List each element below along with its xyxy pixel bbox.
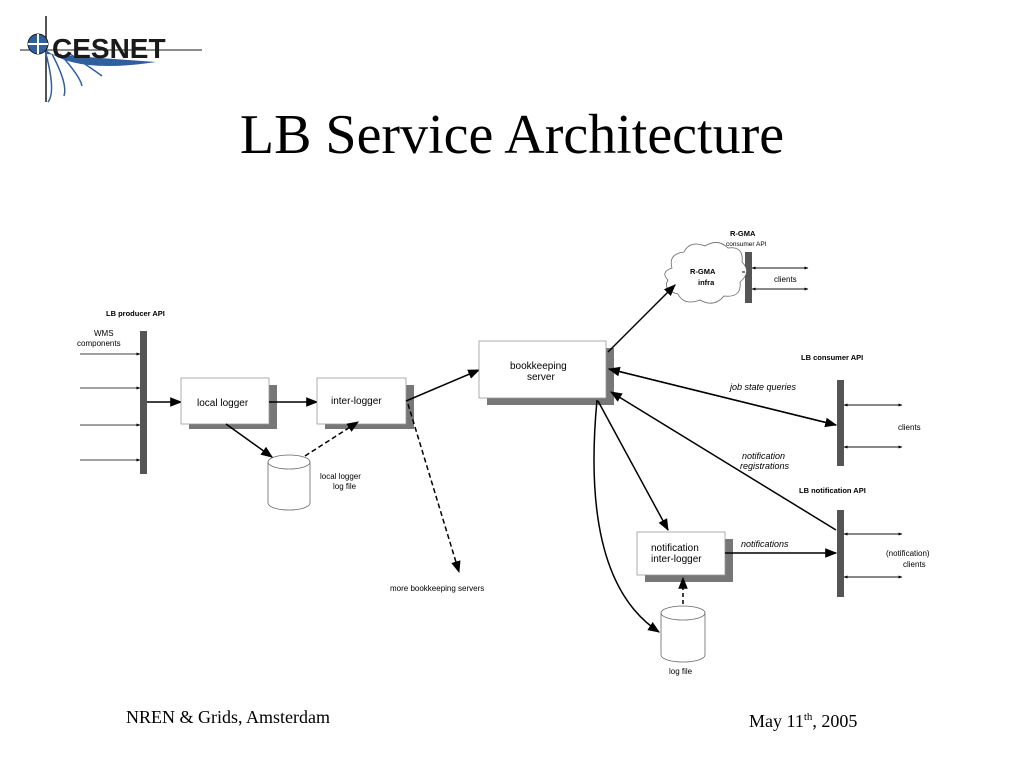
local-log-file-label-2: log file	[333, 482, 357, 491]
notif-clients-label-1: (notification)	[886, 549, 930, 558]
inter-logger-box: inter-logger	[316, 377, 414, 429]
notifications-label: notifications	[741, 539, 789, 549]
consumer-clients-label: clients	[898, 423, 921, 432]
notif-reg-label-1: notification	[742, 451, 785, 461]
bk-server-to-rgma-arrow	[607, 284, 676, 353]
notif-reg-label-2: registrations	[740, 461, 790, 471]
rgma-label: R-GMA	[730, 229, 756, 238]
footer-date-prefix: May 11	[749, 711, 804, 731]
rgma-infra-label-2: infra	[698, 278, 715, 287]
wms-components-label-2: components	[77, 339, 121, 348]
local-logger-box: local logger	[180, 377, 277, 429]
notification-api-bar	[837, 510, 844, 597]
bookkeeping-server-box: bookkeeping server	[478, 340, 614, 405]
bk-server-label-2: server	[527, 372, 555, 383]
more-servers-label: more bookkeeping servers	[390, 584, 484, 593]
log-file-cylinder	[660, 605, 706, 663]
local-log-file-cylinder	[267, 454, 311, 511]
notification-registrations-arrow	[609, 391, 837, 531]
notification-inter-logger-box: notification inter-logger	[636, 531, 733, 582]
slide-title: LB Service Architecture	[239, 104, 785, 166]
rgma-consumer-api-label: consumer API	[726, 241, 767, 248]
local-log-file-label-1: local logger	[320, 472, 361, 481]
footer-date-suffix: , 2005	[812, 711, 858, 731]
footer-date: May 11th, 2005	[749, 706, 857, 732]
log-file-label: log file	[669, 667, 693, 676]
producer-api-label: LB producer API	[106, 309, 165, 318]
rgma-api-bar	[745, 252, 752, 303]
rgma-clients-label: clients	[774, 275, 797, 284]
local-logger-to-log-file-arrow	[225, 423, 273, 458]
local-logger-label: local logger	[197, 398, 249, 409]
logo-text: CESNET	[52, 33, 166, 64]
notif-il-label-1: notification	[651, 543, 699, 554]
job-state-queries-label: job state queries	[729, 382, 797, 392]
footer-date-sup: th	[803, 711, 813, 723]
bk-server-label-1: bookkeeping	[510, 361, 567, 372]
consumer-api-label: LB consumer API	[801, 353, 863, 362]
inter-logger-to-more-servers-arrow	[407, 403, 461, 574]
job-state-queries-arrow-back	[607, 366, 837, 426]
cesnet-logo: CESNET	[20, 16, 202, 103]
consumer-api-bar	[837, 380, 844, 466]
notif-clients-label-2: clients	[903, 560, 926, 569]
bk-server-to-notif-il-arrow	[597, 400, 669, 532]
producer-api-bar	[140, 331, 147, 474]
bk-server-to-log-file-arrow	[593, 399, 661, 633]
notif-il-label-2: inter-logger	[651, 554, 702, 565]
inter-logger-to-bk-server-arrow	[405, 369, 481, 402]
inter-logger-label: inter-logger	[331, 396, 382, 407]
wms-components-label-1: WMS	[94, 329, 114, 338]
logo-globe-icon	[20, 16, 202, 103]
rgma-infra-label-1: R-GMA	[690, 267, 716, 276]
footer-event: NREN & Grids, Amsterdam	[126, 707, 330, 727]
notification-api-label: LB notification API	[799, 486, 866, 495]
log-file-to-inter-logger-arrow	[304, 421, 360, 457]
